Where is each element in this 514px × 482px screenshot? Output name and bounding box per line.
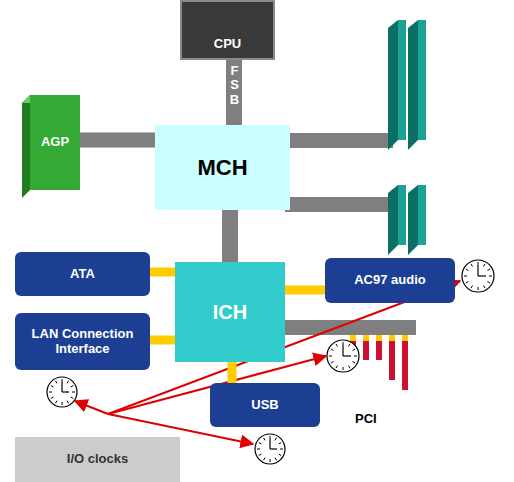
link-connector (285, 286, 325, 295)
mch-box: MCH (155, 125, 290, 210)
ata-box: ATA (15, 252, 150, 296)
link-connector (150, 268, 175, 277)
bus-label: PCI (355, 411, 377, 426)
cpu-chip: CPU (180, 0, 275, 60)
pci-slot (350, 335, 408, 390)
clock-icon (255, 434, 285, 464)
node-label: MCH (197, 155, 247, 180)
memory-module (388, 20, 426, 255)
node-label: ATA (70, 267, 95, 282)
lan-box: LAN Connection Interface (15, 313, 150, 370)
bus-bar (226, 60, 242, 125)
bus-bar (222, 210, 238, 262)
clock-icon (462, 260, 494, 292)
node-label: USB (251, 398, 278, 413)
node-label: LAN Connection Interface (21, 327, 144, 357)
node-label: I/O clocks (67, 452, 128, 467)
link-connector (228, 362, 237, 383)
bus-label: FSB (228, 64, 241, 107)
agp-slot: AGP (30, 95, 80, 190)
agp-bevel (22, 95, 30, 198)
bus-bar (80, 133, 155, 148)
clock-icon (47, 377, 77, 407)
ac97-box: AC97 audio (325, 258, 455, 303)
memory-bus (285, 197, 393, 212)
node-label: ICH (213, 301, 247, 324)
link-connector (150, 336, 175, 345)
ich-box: ICH (175, 262, 285, 362)
clock-icon (327, 340, 359, 372)
memory-bus (285, 133, 393, 148)
node-label: AC97 audio (354, 273, 426, 288)
node-label: AGP (41, 135, 69, 150)
io-clocks-box: I/O clocks (15, 437, 180, 482)
node-label: CPU (214, 37, 241, 52)
usb-box: USB (210, 383, 320, 427)
